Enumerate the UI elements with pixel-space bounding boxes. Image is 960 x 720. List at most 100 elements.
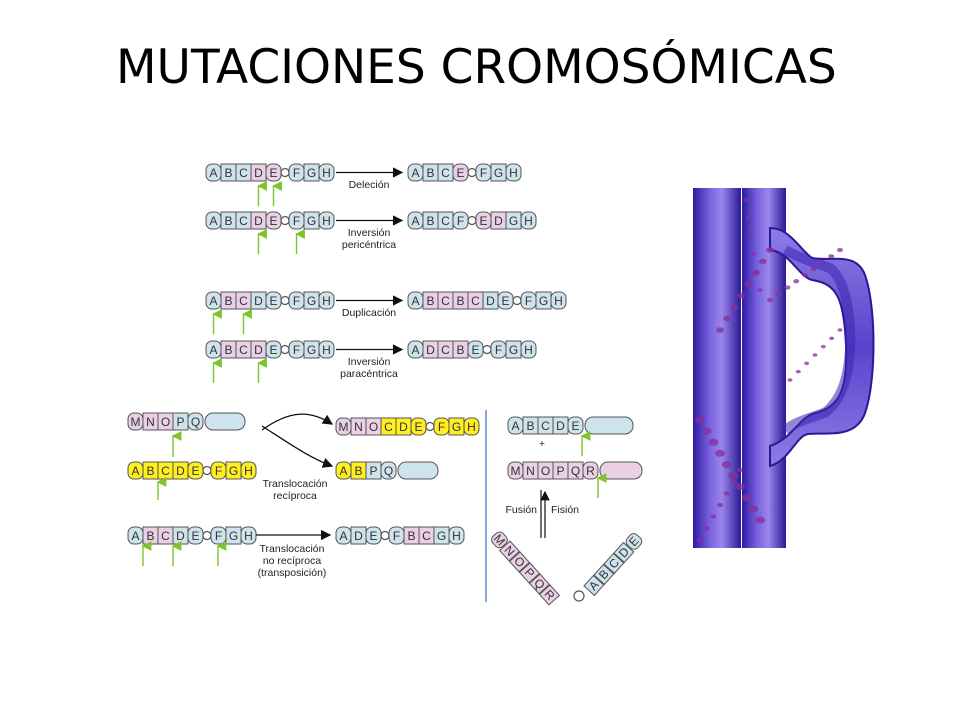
bead-strand-c: [837, 247, 843, 253]
mutation-labels: DeleciónInversiónpericéntricaDuplicación…: [258, 179, 580, 579]
chromosome-loop-illustration: [693, 188, 875, 548]
nonrecip-before-gene-label: E: [191, 529, 199, 543]
nonrecip-label: Translocación: [260, 543, 325, 555]
nonrecip-before-centromere: [202, 530, 212, 541]
page-title: MUTACIONES CROMOSÓMICAS: [116, 40, 837, 95]
panel-3-before-gene-label: A: [209, 343, 217, 357]
nonrecip-before-gene-label: H: [244, 529, 253, 543]
panel-3-before-gene-H: [318, 340, 335, 359]
fusion-top-gene-label: A: [511, 419, 519, 433]
bead-strand-a: [695, 416, 705, 424]
recip-bottom-after-arm: [397, 461, 439, 480]
panel-2-after-gene-label: B: [426, 294, 434, 308]
bead-strand-c: [793, 279, 800, 284]
bead-strand-a: [728, 472, 739, 480]
bead-strand-e: [742, 198, 748, 202]
panel-1-label: Inversión: [348, 227, 391, 239]
panel-3-before-gene-label: D: [254, 343, 263, 357]
v-centromere: [573, 590, 585, 602]
panel-1-before-centromere: [280, 215, 290, 226]
recip-bottom-before-gene-label: H: [244, 464, 253, 478]
bead-strand-a: [755, 516, 765, 524]
bead-strand-e: [751, 252, 757, 256]
nonrecip-after-gene-label: A: [339, 529, 347, 543]
panel-3-before-centromere: [280, 344, 290, 355]
recip-top-after-gene-label: F: [438, 420, 445, 434]
recip-top-before-arm: [204, 412, 246, 431]
recip-top-after-gene-label: O: [369, 420, 378, 434]
recip-top-before-gene-label: Q: [191, 415, 200, 429]
recip-label: recíproca: [273, 490, 317, 502]
recip-bottom-before-gene-label: F: [215, 464, 222, 478]
panel-1-before-gene-label: F: [293, 214, 300, 228]
panel-3-label: Inversión: [348, 356, 391, 368]
panel-3-before-gene-label: F: [293, 343, 300, 357]
recip-top-after-gene-label: E: [414, 420, 422, 434]
bead-strand-a: [715, 449, 725, 457]
nonrecip-after-gene-label: F: [393, 529, 400, 543]
bead-strand-b: [744, 281, 753, 288]
panel-3-after-gene-label: G: [509, 343, 518, 357]
bead-strand-b: [737, 292, 746, 299]
bead-strand-e: [745, 216, 751, 220]
panel-2-after-gene-label: B: [456, 294, 464, 308]
panel-3-after-gene-label: A: [411, 343, 419, 357]
v-right-gene-B: B: [593, 563, 615, 586]
v-left-gene-R: R: [538, 584, 561, 606]
bead-strand-e: [757, 288, 763, 292]
panel-2-after-gene-label: H: [554, 294, 563, 308]
recip-bottom-after-gene-label: Q: [384, 464, 393, 478]
recip-bottom-before-gene-H: [240, 461, 257, 480]
bead-strand-f: [829, 336, 835, 341]
nonrecip-before-gene-label: G: [229, 529, 238, 543]
nonrecip-after-gene-label: G: [437, 529, 446, 543]
nonrecip-before-gene-label: C: [161, 529, 170, 543]
panel-2-before-centromere: [280, 295, 290, 306]
panel-0-before-gene-label: C: [239, 166, 248, 180]
panel-3-after-gene-label: C: [441, 343, 450, 357]
recip-bottom-before-gene-label: E: [191, 464, 199, 478]
panel-2-after-gene-label: G: [539, 294, 548, 308]
recip-bottom-before-gene-label: C: [161, 464, 170, 478]
fusion-top-gene-label: C: [541, 419, 550, 433]
panel-0-after-centromere: [467, 167, 477, 178]
fission-label: Fisión: [551, 504, 579, 516]
bead-strand-c: [828, 254, 835, 259]
bead-strand-f: [820, 344, 826, 349]
panel-1-after-gene-label: G: [509, 214, 518, 228]
fusion-label: Fusión: [505, 504, 537, 516]
recip-top-after-gene-label: D: [399, 420, 408, 434]
recip-top-after-gene-label: N: [354, 420, 363, 434]
panel-0-after-gene-label: G: [494, 166, 503, 180]
panel-1-before-gene-label: D: [254, 214, 263, 228]
panel-1-after-gene-label: F: [457, 214, 464, 228]
panel-1-before-gene-H: [318, 211, 335, 230]
recip-top-after-gene-H: [463, 417, 480, 436]
panel-0-before-gene-label: H: [322, 166, 331, 180]
v-left-gene-N: N: [498, 540, 521, 562]
panel-1-after-gene-label: H: [524, 214, 533, 228]
bead-strand-f: [812, 353, 818, 357]
panel-1-after-gene-H: [520, 211, 537, 230]
recip-label: Translocación: [263, 478, 328, 490]
panel-1-before-gene-label: G: [307, 214, 316, 228]
panel-2-after-gene-label: D: [486, 294, 495, 308]
panel-2-before-gene-H: [318, 291, 335, 310]
panel-2-after-gene-label: E: [501, 294, 509, 308]
bead-strand-f: [837, 328, 843, 332]
recip-bottom-after-gene-label: A: [339, 464, 347, 478]
fusion-bottom-gene-label: R: [586, 464, 595, 478]
panel-0-before-gene-label: A: [209, 166, 217, 180]
recip-top-before-gene-label: O: [161, 415, 170, 429]
nonrecip-after-centromere: [380, 530, 390, 541]
bead-strand-b: [766, 247, 774, 253]
recip-top-after-gene-label: G: [452, 420, 461, 434]
recip-bottom-before-gene-label: B: [146, 464, 154, 478]
v-left-gene-Q: Q: [528, 573, 551, 595]
bead-strand-e: [754, 270, 760, 274]
bead-strand-c: [810, 266, 817, 271]
recip-top-after-gene-label: C: [384, 420, 393, 434]
fusion-top-arm: [584, 416, 634, 435]
